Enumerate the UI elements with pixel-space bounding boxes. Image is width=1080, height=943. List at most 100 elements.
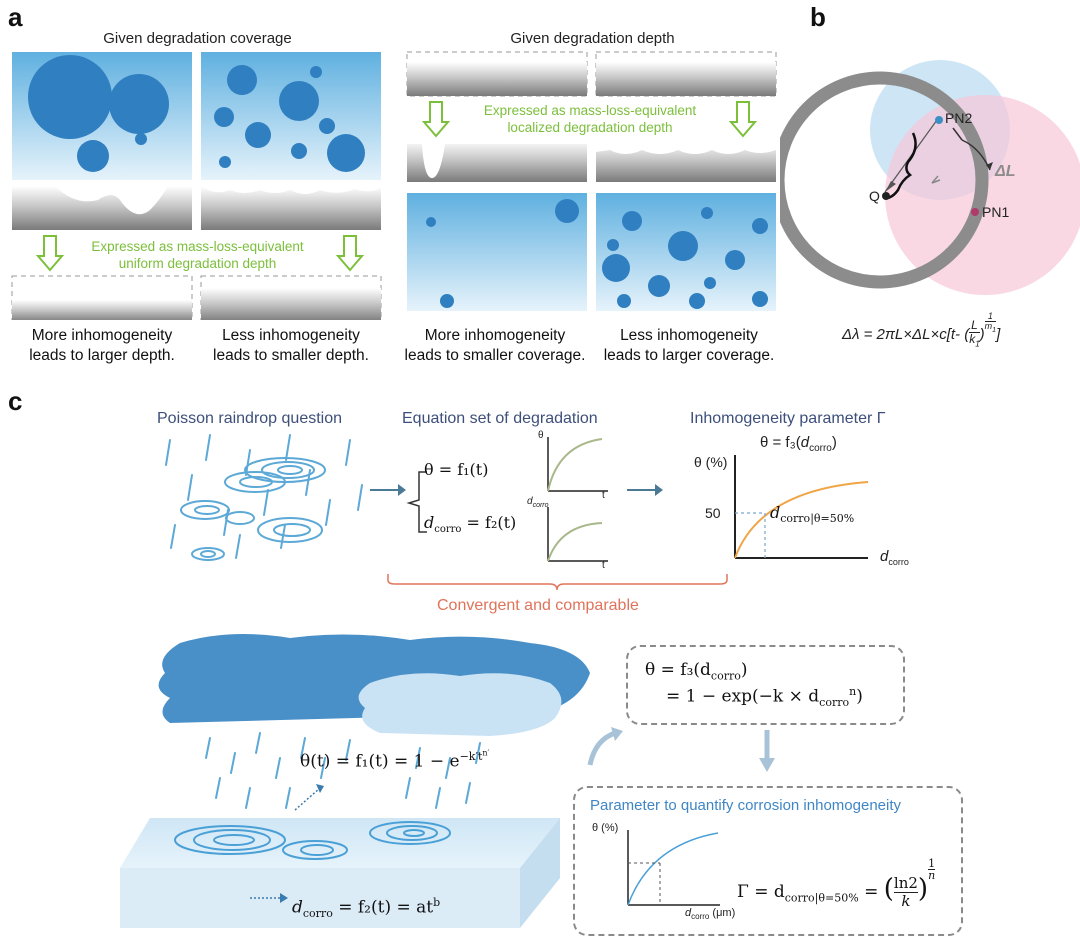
condition-sub: |θ=50% [810,512,855,526]
panel-c-letter: c [8,386,23,416]
caption-line: More inhomogeneity [31,327,173,344]
theta-t-exp: −k′t [459,749,483,763]
f2-text: = f₂(t) [461,513,517,532]
unit: (μm) [709,907,736,919]
fraction-den: k [969,332,976,347]
inhomogeneity-chart [734,455,869,559]
dcorro-t-main: = f₂(t) = at [332,897,434,918]
inhom-title: Inhomogeneity parameter Γ [690,410,886,427]
box1-line1-main: θ = f₃(d [645,660,711,680]
pn2-label: PN2 [945,110,973,126]
caption-4: Less inhomogeneity leads to larger cover… [584,326,794,366]
arrow-2 [627,484,663,496]
corro-sub: corro [809,443,832,454]
panel-a-right-title: Given degradation depth [510,30,675,47]
theta-t-equation: θ(t) = f₁(t) = 1 − e−k′tn′ [300,748,489,771]
formula-main: Δλ = 2πL×ΔL×c[t- ( [842,326,970,343]
curved-arrow [587,727,623,766]
f3-prefix: θ = f₃( [760,434,801,451]
exp-num: 1 [984,312,997,322]
panel-a-right-green-text: Expressed as mass-loss-equivalent locali… [450,102,730,136]
caption-1: More inhomogeneity leads to larger depth… [2,326,202,366]
dcorro-f2-eq: dcorro = f₂(t) [424,513,516,535]
d-symbol: d [527,496,533,507]
poisson-title: Poisson raindrop question [157,410,343,427]
fraction-num: L [969,318,980,334]
mini-t-1: t [602,490,605,501]
theta-axis-label: θ (%) [694,454,728,470]
condition-sub: |θ=50% [814,891,859,905]
delta-l-label: ΔL [995,163,1016,180]
green-line-2: uniform degradation depth [118,256,277,271]
dcorro-t-sup: b [433,896,441,909]
equation-brace [406,471,427,533]
theta-t-exp-sup: n′ [482,748,490,757]
box2-x-label: dcorro (μm) [685,907,735,921]
caption-line: Less inhomogeneity [620,327,758,344]
cloud-rain-slab [120,634,591,928]
caption-3: More inhomogeneity leads to smaller cove… [390,326,600,366]
equation-title: Equation set of degradation [402,410,598,427]
caption-line: Less inhomogeneity [222,327,360,344]
formula-end: ] [996,326,1001,343]
box2-y-label: θ (%) [592,822,619,834]
n-sup: n [849,685,857,698]
tick-50: 50 [705,505,721,521]
convergent-text: Convergent and comparable [437,597,639,614]
panel-a-left-green-text: Expressed as mass-loss-equivalent unifor… [60,238,335,272]
theta-t-main: θ(t) = f₁(t) = 1 − e [300,751,460,772]
mini-theta-label: θ [538,430,544,441]
box1-line1-end: ) [740,660,748,680]
convergent-brace [387,574,728,591]
exp-den-sub: 1 [992,326,997,334]
point-label: dcorro|θ=50% [770,503,854,525]
box1-line2: = 1 − exp(−k × dcorron) [666,685,863,709]
gamma-den: k [901,892,911,910]
green-line-1: Expressed as mass-loss-equivalent [91,239,304,254]
fraction-den-sub: 1 [975,339,980,349]
d-symbol: d [770,503,781,522]
exp-den: m [984,321,993,331]
x-axis-label: dcorro [880,548,909,567]
panel-b-diagram [780,60,1080,295]
corro-sub: corro [532,502,549,509]
q-label: Q [869,188,880,204]
corro-sub: corro [784,891,815,905]
caption-line: leads to smaller coverage. [404,347,586,364]
pn1-label: PN1 [982,204,1010,220]
panel-a-letter: a [8,2,23,32]
box1-line2-main: = 1 − exp(−k × d [666,686,820,707]
mini-dcorro-label: dcorro [527,496,549,509]
corro-sub: corro [780,512,811,526]
panel-b-letter: b [810,2,826,32]
down-arrow [759,730,775,772]
caption-line: leads to smaller depth. [213,347,369,364]
gamma-exp-num: 1 [928,857,936,870]
caption-line: More inhomogeneity [424,327,566,344]
box2-title: Parameter to quantify corrosion inhomoge… [590,797,902,814]
corro-sub: corro [691,912,710,922]
gamma-exp-den: n [928,869,936,882]
caption-line: leads to larger depth. [29,347,175,364]
d-symbol: d [880,548,889,565]
corro-sub: corro [710,669,741,683]
mini-t-2: t [602,560,605,571]
theta-f1-eq: θ = f₁(t) [424,460,489,479]
box2-chart [627,830,720,906]
panel-a-illustration [11,51,777,320]
caption-line: leads to larger coverage. [603,347,775,364]
green-line-1: Expressed as mass-loss-equivalent [483,103,697,118]
corro-sub: corro [819,696,850,710]
theta-f3-title: θ = f₃(dcorro) [760,434,837,454]
box1-line1: θ = f₃(dcorro) [645,660,748,682]
gamma-eq: = [858,882,884,902]
box-f3-equation [626,645,905,725]
d-symbol: d [424,513,435,532]
corro-sub: corro [888,557,909,567]
green-line-2: localized degradation depth [507,120,673,135]
